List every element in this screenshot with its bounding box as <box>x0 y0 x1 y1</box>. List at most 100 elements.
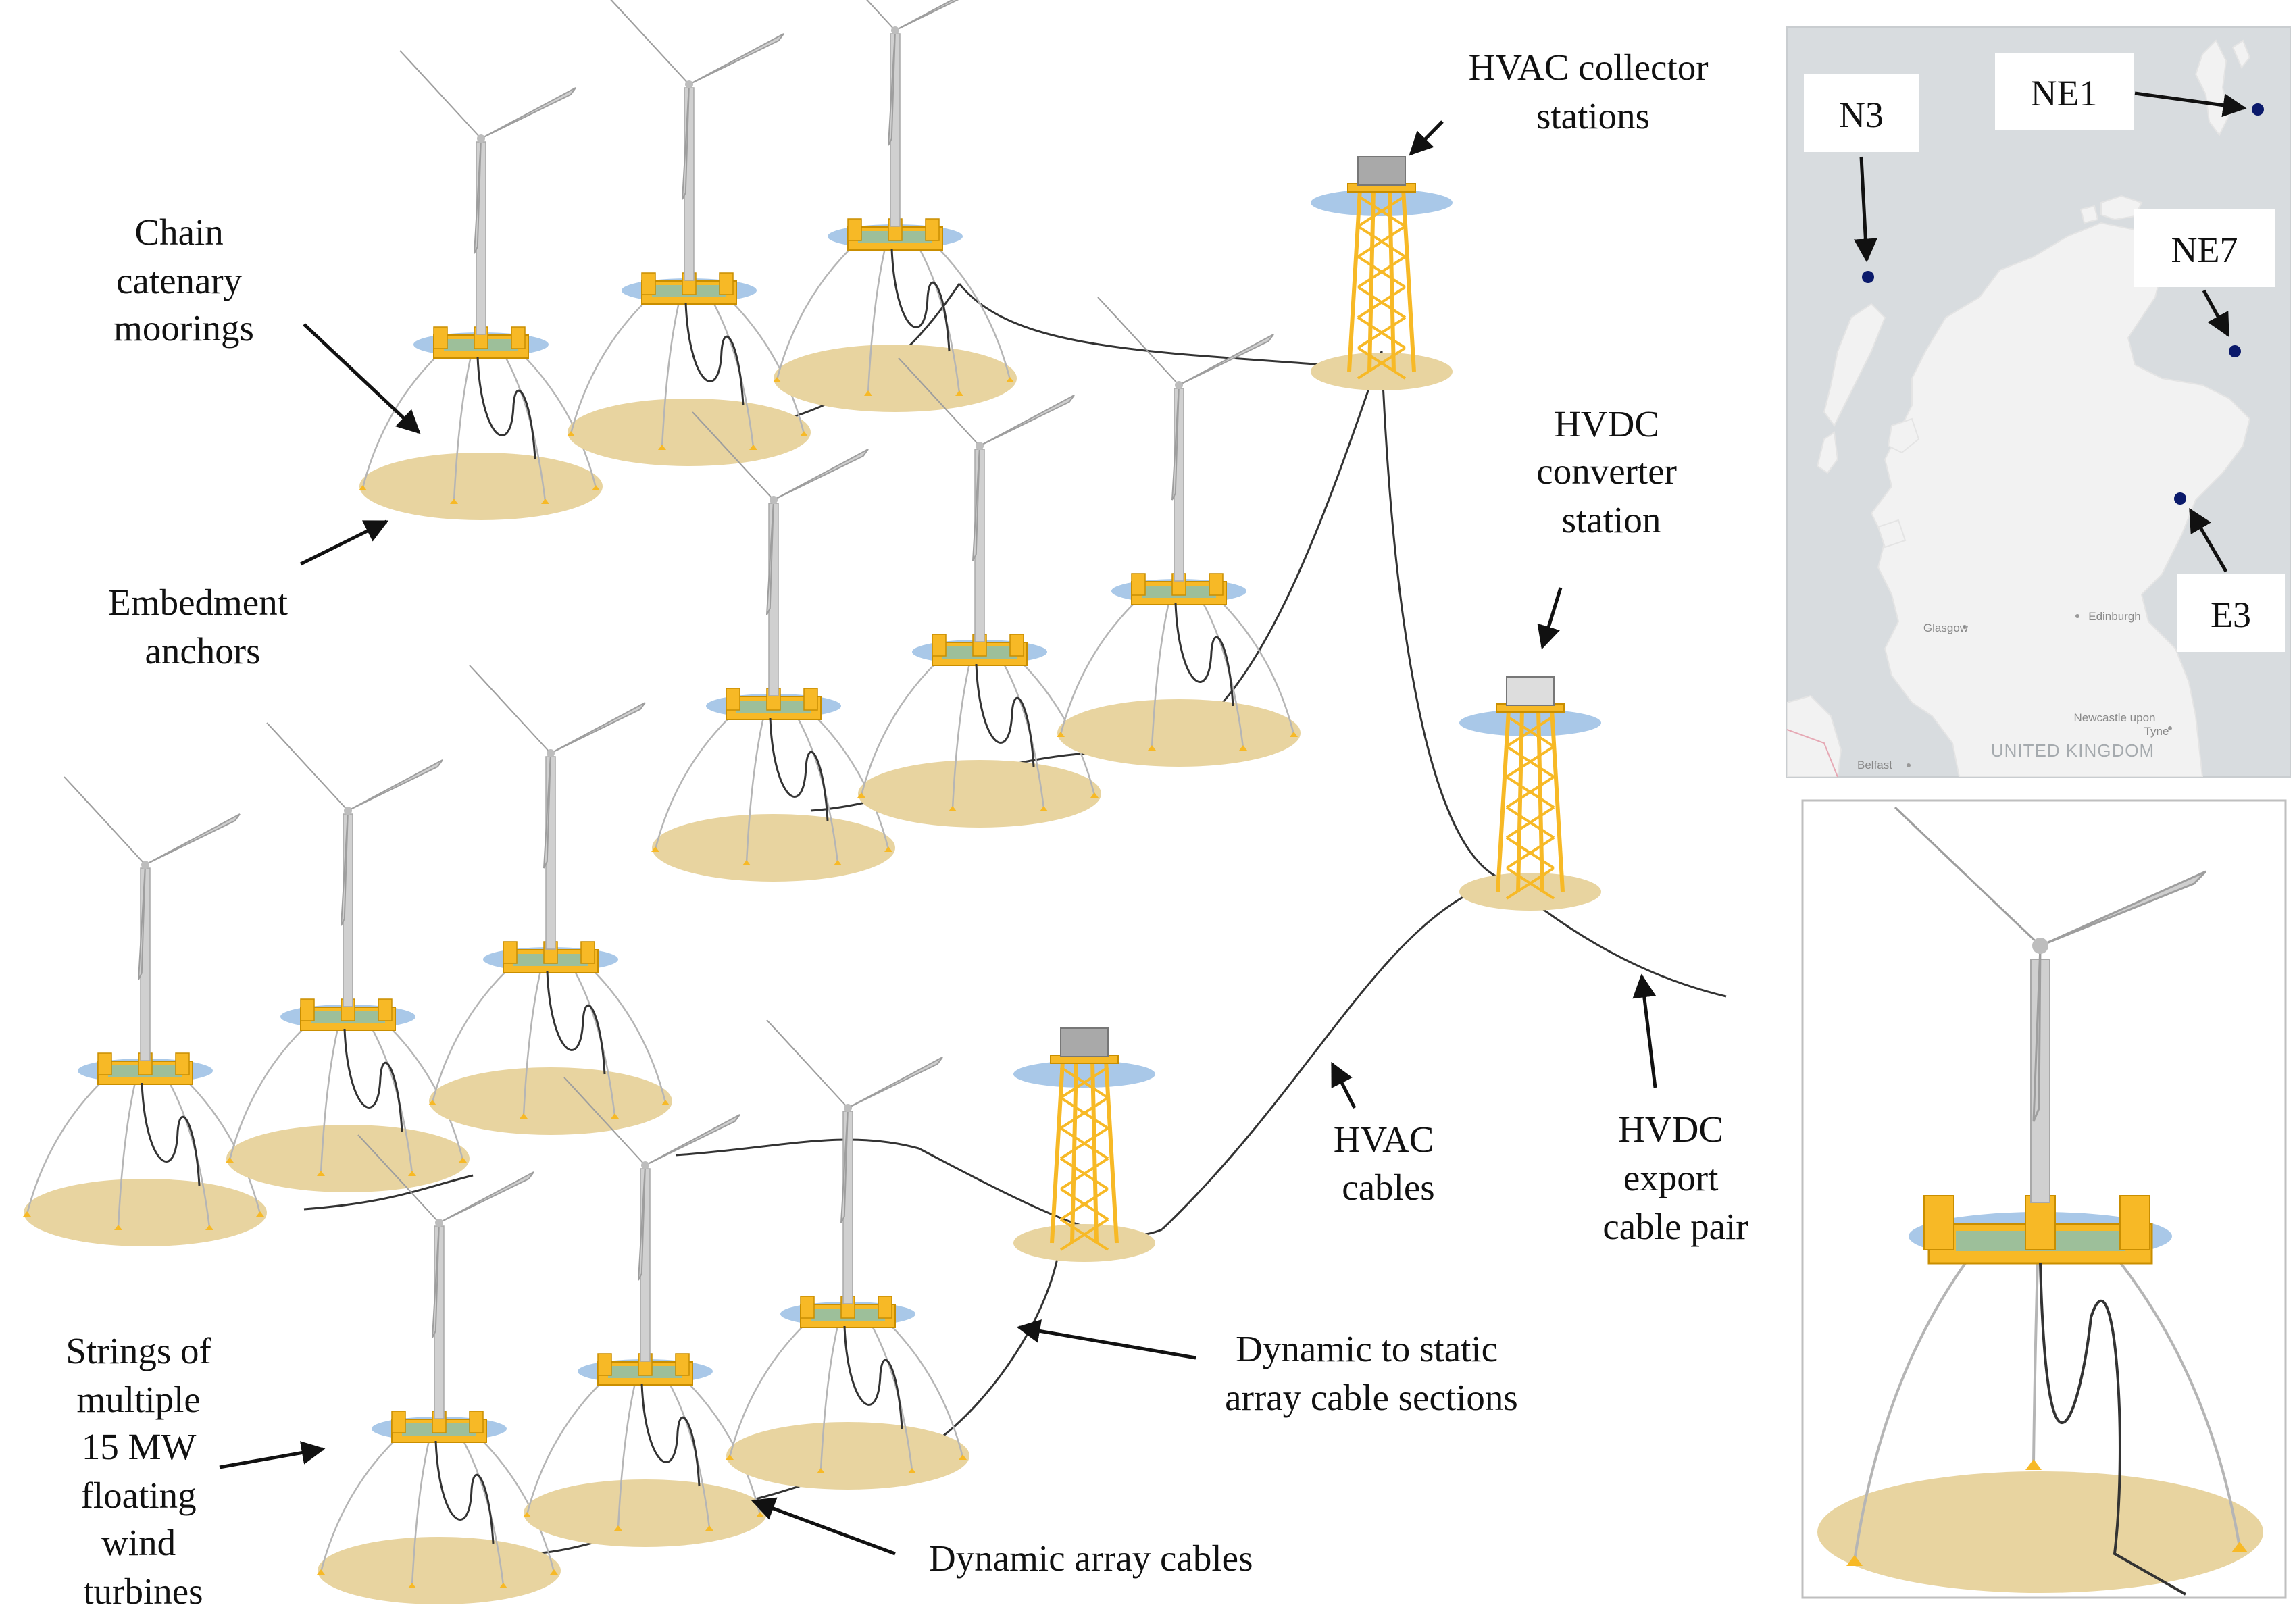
anchor-icon <box>1290 732 1298 737</box>
rotor-blade <box>766 499 774 615</box>
jacket-brace <box>1059 1218 1109 1251</box>
seabed-patch <box>1057 699 1301 767</box>
rotor-blade <box>438 1171 534 1223</box>
site-label-e3: E3 <box>2211 594 2251 635</box>
mooring-line <box>1199 596 1244 748</box>
label-hvdc-export: HVDC export cable pair <box>1603 1109 1748 1247</box>
detail-turbine <box>1817 806 2263 1596</box>
seabed-patch <box>858 760 1101 828</box>
site-map: N3 NE1 NE7 E3 Glasgow Edinburgh Newcastl… <box>1786 26 2291 778</box>
anchor-icon <box>317 1569 325 1575</box>
anchor-icon <box>459 1157 467 1163</box>
platform-column <box>300 998 315 1021</box>
rotor-blade <box>2040 870 2207 947</box>
anchor-icon <box>749 445 757 450</box>
jacket-brace <box>1059 1188 1109 1221</box>
mooring-line <box>725 295 805 434</box>
anchor-icon <box>114 1225 122 1230</box>
rotor-blade <box>645 1114 740 1166</box>
nacelle-hub <box>685 80 693 88</box>
mooring-line <box>681 1376 761 1515</box>
array-cable <box>675 1138 919 1157</box>
floating-turbine <box>567 0 811 466</box>
anchor-icon <box>408 1171 416 1176</box>
arrow-strings <box>219 1441 326 1469</box>
jacket-brace <box>1357 195 1407 228</box>
mooring-line <box>819 1319 840 1471</box>
mooring-line <box>431 964 513 1103</box>
mooring-line <box>411 1433 432 1586</box>
waterline-disc <box>1459 709 1601 736</box>
waterline-disc <box>1311 189 1453 216</box>
mooring-line <box>181 1075 261 1215</box>
rotor-blade <box>341 810 349 926</box>
anchor-icon <box>523 1512 531 1517</box>
array-cable <box>1380 351 1500 880</box>
anchor-icon <box>884 846 892 852</box>
label-embedment-anchors: Embedment anchors <box>108 582 297 671</box>
platform-column <box>675 1353 690 1376</box>
site-label-ne1: NE1 <box>2031 73 2098 113</box>
anchor-icon <box>1006 377 1014 382</box>
floating-turbine <box>226 722 470 1192</box>
site-marker-e3 <box>2174 492 2186 505</box>
wind-farm-scene <box>23 0 1727 1604</box>
platform-column <box>433 326 448 349</box>
site-marker-ne7 <box>2229 345 2241 357</box>
mooring-line <box>617 1376 638 1529</box>
city-dot-belfast <box>1907 763 1911 767</box>
arrow-hvdc-export <box>1632 973 1657 1088</box>
dynamic-cable <box>546 971 606 1075</box>
site-label-box-n3 <box>1804 74 1919 152</box>
mooring-line <box>117 1075 138 1228</box>
jacket-brace <box>1059 1066 1109 1099</box>
dynamic-cable <box>769 717 829 821</box>
site-label-box-ne1 <box>1995 53 2134 130</box>
rotor-blade <box>898 357 980 447</box>
platform-column <box>719 272 734 295</box>
jacket-leg <box>1104 1060 1119 1244</box>
anchor-icon <box>408 1583 416 1588</box>
rotor-blade <box>638 1165 646 1281</box>
platform-column <box>1923 1195 1954 1250</box>
mooring-line <box>884 1319 964 1458</box>
substation-topside <box>1506 676 1555 706</box>
nacelle-hub <box>477 134 485 143</box>
anchor-icon <box>611 1113 619 1119</box>
platform-column <box>800 1296 815 1319</box>
anchor-icon <box>1057 732 1065 737</box>
anchor-icon <box>1148 745 1156 751</box>
substation-group <box>1013 156 1601 1262</box>
jacket-substation <box>1311 156 1453 390</box>
turbine-detail-inset <box>1801 799 2287 1599</box>
annotations <box>219 120 1657 1556</box>
platform-column <box>925 218 940 241</box>
platform-column <box>878 1296 892 1319</box>
mooring-line <box>453 349 474 502</box>
mooring-line <box>475 1433 555 1573</box>
platform-column <box>378 998 393 1021</box>
rotor-blade <box>357 1134 440 1223</box>
mooring-line <box>459 1433 505 1586</box>
turbine-group <box>23 0 1301 1604</box>
platform-column <box>2025 1195 2056 1250</box>
seabed-patch <box>1311 353 1453 390</box>
site-marker-ne1 <box>2252 103 2264 116</box>
jacket-brace <box>1505 715 1555 748</box>
arrow-n3 <box>1853 156 1877 263</box>
mooring-line <box>809 711 890 850</box>
arrow-e3 <box>2188 507 2228 573</box>
jacket-brace <box>1357 225 1407 258</box>
dynamic-cable <box>476 356 536 460</box>
array-cable <box>1161 877 1507 1231</box>
rotor-blade <box>894 0 959 31</box>
platform-column <box>1009 634 1024 657</box>
jacket-brace <box>1505 776 1555 809</box>
platform-column <box>1131 573 1146 596</box>
anchor-icon <box>955 390 963 396</box>
anchor-icon <box>541 499 549 504</box>
rotor-blade <box>840 1107 849 1223</box>
rotor-blade <box>888 30 896 146</box>
array-cable <box>918 1236 1062 1454</box>
map-border <box>1786 729 1838 778</box>
